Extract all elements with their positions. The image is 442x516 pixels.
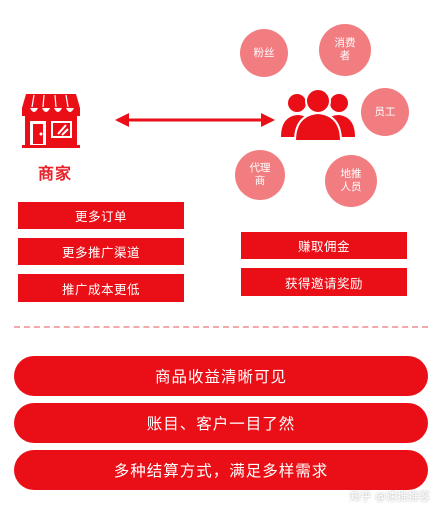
merchant-benefit-box: 推广成本更低 <box>18 274 184 302</box>
promoter-benefit-box: 赚取佣金 <box>241 232 407 259</box>
people-group-icon <box>281 88 355 142</box>
role-bubble-agent: 代理商 <box>235 150 285 200</box>
merchant-label: 商家 <box>38 164 73 183</box>
promoter-benefit-box: 获得邀请奖励 <box>241 268 407 296</box>
double-headed-arrow-icon <box>115 113 275 127</box>
feature-pill: 账目、客户一目了然 <box>14 403 428 443</box>
role-bubble-employee: 员工 <box>361 88 409 136</box>
storefront-icon <box>22 94 80 148</box>
feature-pill: 多种结算方式，满足多样需求 <box>14 450 428 490</box>
merchant-benefit-box: 更多订单 <box>18 202 184 229</box>
dashed-divider <box>14 326 428 328</box>
role-bubble-consumer: 消费者 <box>319 24 371 76</box>
role-bubble-ground-promoter: 地推人员 <box>325 155 377 207</box>
feature-pill: 商品收益清晰可见 <box>14 356 428 396</box>
role-bubble-fans: 粉丝 <box>240 29 288 77</box>
watermark: 知乎 @速推推客 <box>349 490 431 503</box>
merchant-benefit-box: 更多推广渠道 <box>18 238 184 265</box>
